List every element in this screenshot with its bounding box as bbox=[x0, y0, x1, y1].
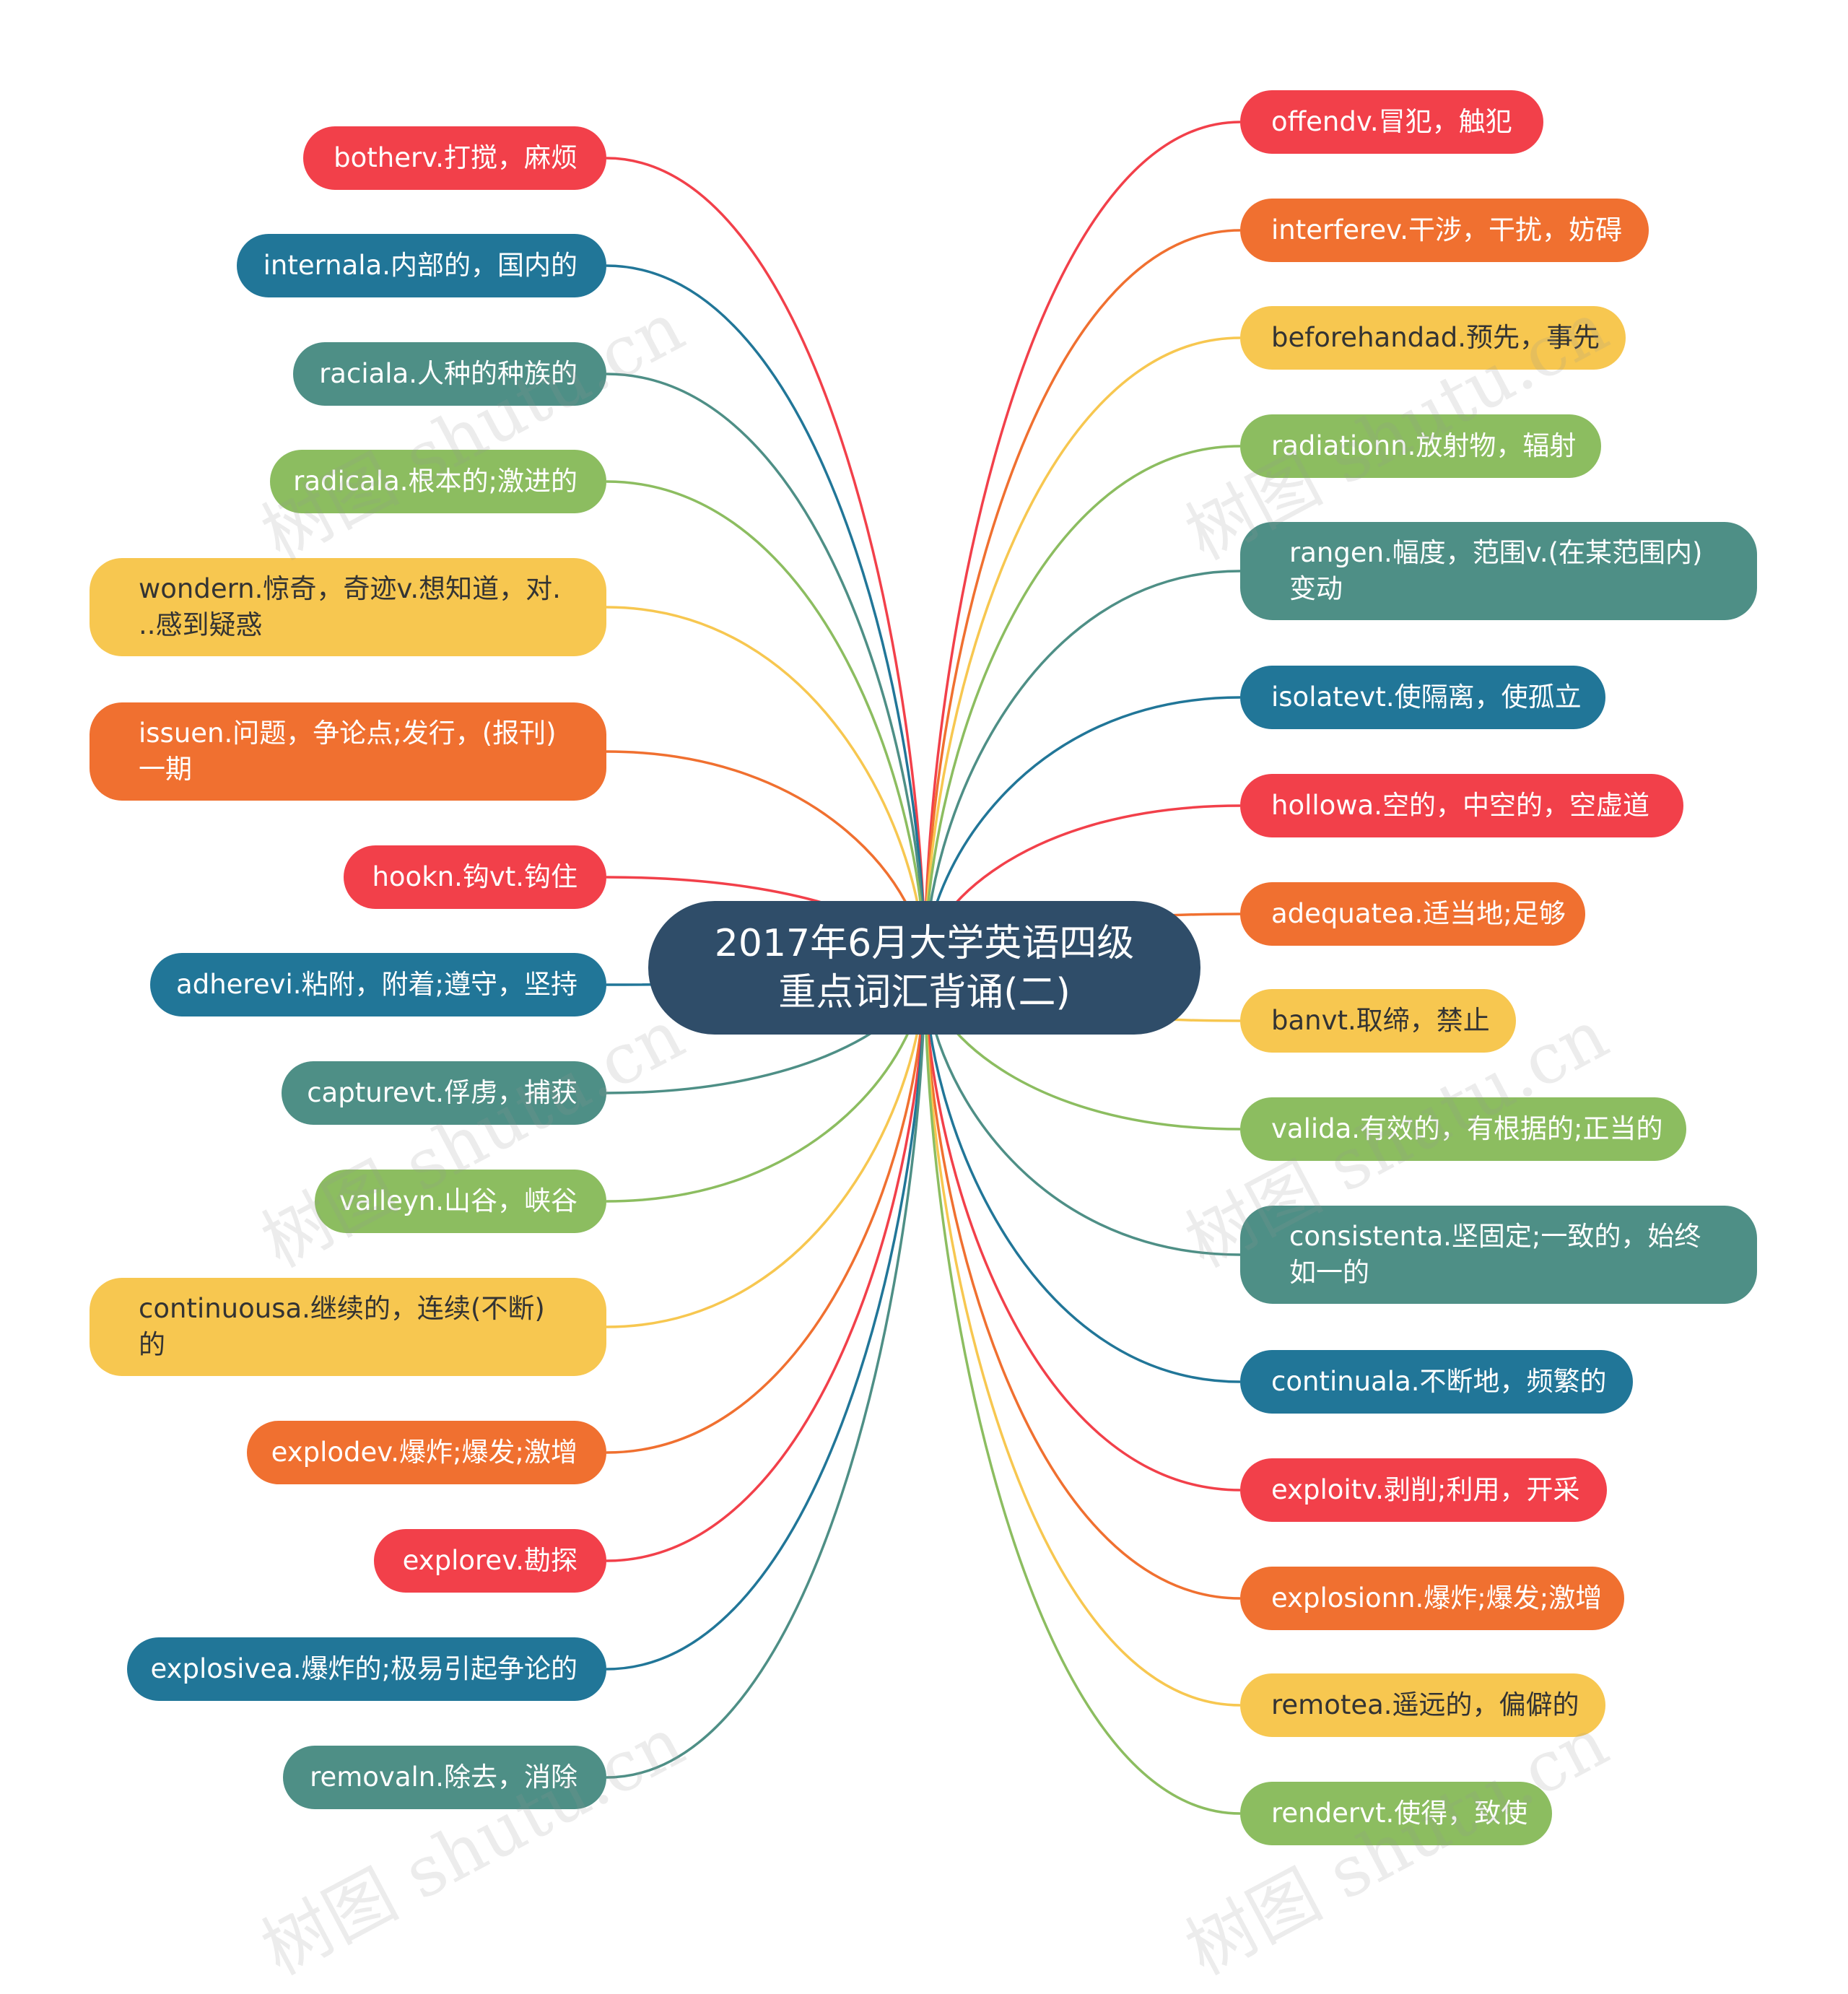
right-topic-explosionn[interactable]: explosionn.爆炸;爆发;激增 bbox=[1240, 1567, 1624, 1630]
topic-label: botherv.打搅，麻烦 bbox=[334, 142, 578, 173]
right-connector bbox=[923, 967, 1241, 1492]
right-connector bbox=[923, 336, 1241, 968]
topic-label-line: ..感到疑惑 bbox=[139, 609, 263, 640]
right-connector bbox=[923, 967, 1241, 1815]
topic-label-line: issuen.问题，争论点;发行，(报刊) bbox=[139, 718, 557, 749]
topic-label-line: continuousa.继续的，连续(不断) bbox=[139, 1293, 545, 1324]
topic-label: adequatea.适当地;足够 bbox=[1271, 898, 1566, 929]
left-topic-valleyn[interactable]: valleyn.山谷，峡谷 bbox=[315, 1170, 606, 1233]
right-topic-beforehandad[interactable]: beforehandad.预先，事先 bbox=[1240, 306, 1626, 370]
left-topic-wondernv[interactable]: wondern.惊奇，奇迹v.想知道，对. ..感到疑惑 bbox=[90, 558, 606, 656]
topic-label-line: rangen.幅度，范围v.(在某范围内) bbox=[1289, 537, 1703, 568]
left-topic-adherevi[interactable]: adherevi.粘附，附着;遵守，坚持 bbox=[150, 953, 606, 1016]
left-connector bbox=[606, 480, 926, 968]
left-topic-hooknvt[interactable]: hookn.钩vt.钩住 bbox=[344, 845, 606, 909]
right-topic-radiationn[interactable]: radiationn.放射物，辐射 bbox=[1240, 414, 1601, 478]
right-topic-valida[interactable]: valida.有效的，有根据的;正当的 bbox=[1240, 1097, 1686, 1161]
left-topic-capturevt[interactable]: capturevt.俘虏，捕获 bbox=[282, 1061, 606, 1125]
left-connector bbox=[606, 967, 926, 1779]
right-topic-continuala[interactable]: continuala.不断地，频繁的 bbox=[1240, 1350, 1633, 1414]
topic-label: radiationn.放射物，辐射 bbox=[1271, 430, 1577, 461]
left-connector bbox=[606, 264, 926, 968]
right-connector bbox=[923, 229, 1241, 968]
right-topic-offendv[interactable]: offendv.冒犯，触犯 bbox=[1240, 90, 1543, 154]
right-topic-rangenv[interactable]: rangen.幅度，范围v.(在某范围内) 变动 bbox=[1240, 522, 1757, 620]
topic-label: adherevi.粘附，附着;遵守，坚持 bbox=[176, 969, 578, 1000]
central-topic-line-1: 2017年6月大学英语四级 bbox=[714, 921, 1135, 965]
central-topic-line-2: 重点词汇背诵(二) bbox=[778, 970, 1071, 1014]
left-connector bbox=[606, 373, 926, 968]
right-topic-rendervt[interactable]: rendervt.使得，致使 bbox=[1240, 1782, 1552, 1845]
topic-label: rendervt.使得，致使 bbox=[1271, 1798, 1528, 1829]
left-topic-explodev[interactable]: explodev.爆炸;爆发;激增 bbox=[247, 1421, 606, 1484]
topic-label: explorev.勘探 bbox=[402, 1545, 578, 1576]
topic-label-line: 一期 bbox=[139, 754, 192, 785]
topic-label: hookn.钩vt.钩住 bbox=[372, 861, 578, 892]
left-connector bbox=[606, 157, 926, 968]
topic-label: isolatevt.使隔离，使孤立 bbox=[1271, 682, 1582, 713]
left-topic-removaln[interactable]: removaln.除去，消除 bbox=[283, 1746, 606, 1809]
topic-label: banvt.取缔，禁止 bbox=[1271, 1005, 1490, 1036]
topic-label: remotea.遥远的，偏僻的 bbox=[1271, 1689, 1579, 1720]
left-topic-internala[interactable]: internala.内部的，国内的 bbox=[237, 234, 606, 297]
topic-label: explosivea.爆炸的;极易引起争论的 bbox=[150, 1653, 578, 1684]
right-connector bbox=[923, 967, 1241, 1707]
left-topic-raciala[interactable]: raciala.人种的种族的 bbox=[293, 342, 606, 406]
left-topic-botherv[interactable]: botherv.打搅，麻烦 bbox=[303, 126, 606, 190]
left-topic-radicala[interactable]: radicala.根本的;激进的 bbox=[270, 450, 606, 513]
right-connector bbox=[923, 967, 1241, 1383]
topic-label: offendv.冒犯，触犯 bbox=[1271, 106, 1512, 137]
topic-label-line: 如一的 bbox=[1289, 1257, 1369, 1288]
topic-label: explosionn.爆炸;爆发;激增 bbox=[1271, 1582, 1603, 1614]
left-connector bbox=[606, 967, 926, 1454]
right-topic-consistenta[interactable]: consistenta.坚固定;一致的，始终如一的 bbox=[1240, 1206, 1757, 1304]
topic-label: interferev.干涉，干扰，妨碍 bbox=[1271, 214, 1622, 245]
left-connector bbox=[606, 967, 926, 1562]
topic-label-line: 变动 bbox=[1289, 573, 1343, 604]
right-topic-banvt[interactable]: banvt.取缔，禁止 bbox=[1240, 989, 1516, 1053]
topic-label: explodev.爆炸;爆发;激增 bbox=[271, 1437, 578, 1468]
right-topic-isolatevt[interactable]: isolatevt.使隔离，使孤立 bbox=[1240, 666, 1605, 729]
topic-label: exploitv.剥削;利用，开采 bbox=[1271, 1474, 1580, 1505]
left-topic-continuousa[interactable]: continuousa.继续的，连续(不断) 的 bbox=[90, 1278, 606, 1376]
left-topic-explosivea[interactable]: explosivea.爆炸的;极易引起争论的 bbox=[127, 1637, 606, 1701]
topic-label: valleyn.山谷，峡谷 bbox=[339, 1185, 578, 1216]
right-topic-remotea[interactable]: remotea.遥远的，偏僻的 bbox=[1240, 1673, 1605, 1737]
topic-label-line: consistenta.坚固定;一致的，始终 bbox=[1289, 1221, 1701, 1252]
right-connector bbox=[923, 570, 1241, 968]
right-connector bbox=[923, 967, 1241, 1600]
topic-label: beforehandad.预先，事先 bbox=[1271, 322, 1600, 353]
topic-label: removaln.除去，消除 bbox=[310, 1762, 578, 1793]
topic-label: hollowa.空的，中空的，空虚道 bbox=[1271, 790, 1649, 821]
topic-label: radicala.根本的;激进的 bbox=[293, 466, 578, 497]
topic-label: raciala.人种的种族的 bbox=[319, 358, 578, 389]
left-topic-issuen[interactable]: issuen.问题，争论点;发行，(报刊) 一期 bbox=[90, 702, 606, 801]
right-connector bbox=[923, 445, 1241, 968]
topic-label-line: wondern.惊奇，奇迹v.想知道，对. bbox=[139, 573, 561, 604]
topic-label: valida.有效的，有根据的;正当的 bbox=[1271, 1113, 1663, 1144]
left-connector bbox=[606, 967, 926, 1671]
right-topic-hollowa[interactable]: hollowa.空的，中空的，空虚道 bbox=[1240, 774, 1683, 837]
right-topic-interferev[interactable]: interferev.干涉，干扰，妨碍 bbox=[1240, 199, 1649, 262]
topic-label: internala.内部的，国内的 bbox=[263, 250, 578, 281]
right-topic-adequatea[interactable]: adequatea.适当地;足够 bbox=[1240, 882, 1585, 946]
left-topic-explorev[interactable]: explorev.勘探 bbox=[374, 1529, 606, 1593]
right-connector bbox=[923, 121, 1241, 968]
central-topic[interactable]: 2017年6月大学英语四级 重点词汇背诵(二) bbox=[648, 901, 1200, 1035]
topic-label: continuala.不断地，频繁的 bbox=[1271, 1366, 1607, 1397]
topic-label-line: 的 bbox=[139, 1329, 165, 1360]
right-topic-exploitv[interactable]: exploitv.剥削;利用，开采 bbox=[1240, 1458, 1607, 1522]
topic-label: capturevt.俘虏，捕获 bbox=[307, 1077, 578, 1108]
